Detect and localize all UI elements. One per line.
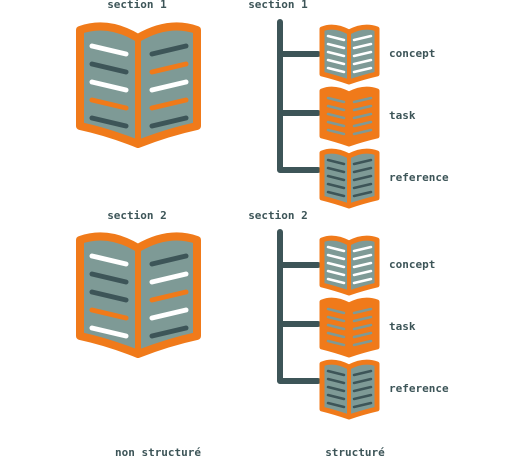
reference-book-icon: [319, 148, 380, 209]
unstructured-book-icon: [76, 232, 201, 358]
caption-structured: structuré: [325, 446, 385, 456]
branch-label-reference: reference: [389, 382, 449, 395]
concept-book-icon: [319, 235, 380, 296]
group-2-heading-right: section 2: [248, 209, 308, 222]
task-book-icon: [319, 86, 380, 147]
group-2: section 2 section 2 concept task referen…: [76, 209, 449, 420]
caption-unstructured: non structuré: [115, 446, 201, 456]
group-1-heading-right: section 1: [248, 0, 308, 11]
branch-label-reference: reference: [389, 171, 449, 184]
group-1-heading-left: section 1: [107, 0, 167, 11]
concept-book-icon: [319, 24, 380, 85]
branch-label-task: task: [389, 320, 416, 333]
tree-connector: [277, 229, 321, 384]
unstructured-book-icon: [76, 22, 201, 148]
reference-book-icon: [319, 359, 380, 420]
branch-label-task: task: [389, 109, 416, 122]
group-2-heading-left: section 2: [107, 209, 167, 222]
branch-label-concept: concept: [389, 47, 435, 60]
tree-connector: [277, 19, 321, 173]
task-book-icon: [319, 297, 380, 358]
group-1: section 1 section 1 concept task referen…: [76, 0, 449, 209]
branch-label-concept: concept: [389, 258, 435, 271]
